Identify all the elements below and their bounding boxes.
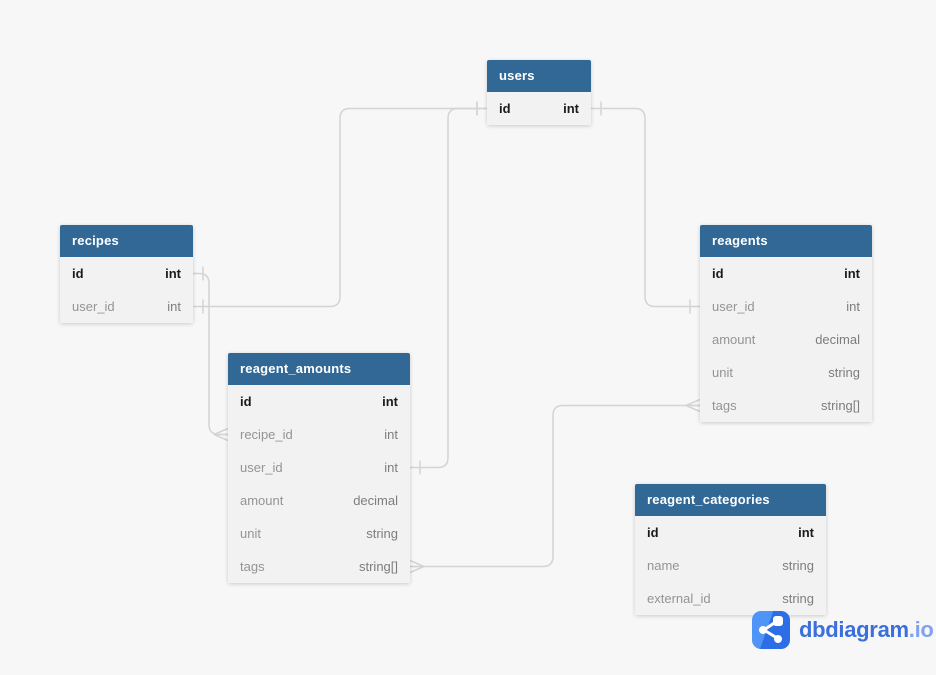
field-type: string bbox=[782, 558, 814, 573]
field-name: id bbox=[240, 394, 252, 409]
table-row[interactable]: unit string bbox=[228, 517, 410, 550]
field-type: int bbox=[165, 266, 181, 281]
field-type: int bbox=[384, 427, 398, 442]
table-header[interactable]: reagent_amounts bbox=[228, 353, 410, 385]
dbdiagram-logo-text: dbdiagram.io bbox=[799, 617, 934, 643]
field-name: tags bbox=[240, 559, 265, 574]
field-type: string bbox=[366, 526, 398, 541]
logo-tld: .io bbox=[908, 617, 934, 642]
field-type: int bbox=[563, 101, 579, 116]
field-name: recipe_id bbox=[240, 427, 293, 442]
field-name: id bbox=[499, 101, 511, 116]
table-row[interactable]: recipe_id int bbox=[228, 418, 410, 451]
field-type: string bbox=[782, 591, 814, 606]
field-type: decimal bbox=[815, 332, 860, 347]
field-name: id bbox=[72, 266, 84, 281]
table-recipes[interactable]: recipes id int user_id int bbox=[60, 225, 193, 323]
table-header[interactable]: reagents bbox=[700, 225, 872, 257]
field-type: string[] bbox=[820, 398, 860, 413]
table-row[interactable]: tags string[] bbox=[700, 389, 872, 422]
field-name: external_id bbox=[647, 591, 711, 606]
field-name: unit bbox=[712, 365, 733, 380]
table-title: reagent_amounts bbox=[240, 361, 352, 376]
field-type: int bbox=[844, 266, 860, 281]
field-type: int bbox=[846, 299, 860, 314]
table-row[interactable]: id int bbox=[487, 92, 591, 125]
field-type: string[] bbox=[358, 559, 398, 574]
table-row[interactable]: id int bbox=[60, 257, 193, 290]
field-name: user_id bbox=[712, 299, 755, 314]
table-title: reagents bbox=[712, 233, 768, 248]
table-row[interactable]: external_id string bbox=[635, 582, 826, 615]
field-name: tags bbox=[712, 398, 737, 413]
table-row[interactable]: user_id int bbox=[60, 290, 193, 323]
table-row[interactable]: id int bbox=[228, 385, 410, 418]
table-row[interactable]: user_id int bbox=[700, 290, 872, 323]
field-type: decimal bbox=[353, 493, 398, 508]
table-row[interactable]: id int bbox=[700, 257, 872, 290]
share-icon bbox=[752, 611, 790, 649]
field-name: name bbox=[647, 558, 680, 573]
table-row[interactable]: name string bbox=[635, 549, 826, 582]
table-users[interactable]: users id int bbox=[487, 60, 591, 125]
field-type: int bbox=[798, 525, 814, 540]
field-name: amount bbox=[240, 493, 284, 508]
table-row[interactable]: amount decimal bbox=[700, 323, 872, 356]
field-name: user_id bbox=[72, 299, 115, 314]
table-row[interactable]: unit string bbox=[700, 356, 872, 389]
table-title: users bbox=[499, 68, 535, 83]
table-title: recipes bbox=[72, 233, 119, 248]
field-name: id bbox=[712, 266, 724, 281]
table-row[interactable]: id int bbox=[635, 516, 826, 549]
table-header[interactable]: recipes bbox=[60, 225, 193, 257]
table-title: reagent_categories bbox=[647, 492, 770, 507]
table-row[interactable]: amount decimal bbox=[228, 484, 410, 517]
field-type: int bbox=[167, 299, 181, 314]
table-row[interactable]: tags string[] bbox=[228, 550, 410, 583]
table-header[interactable]: reagent_categories bbox=[635, 484, 826, 516]
table-reagents[interactable]: reagents id int user_id int amount decimal unit… bbox=[700, 225, 872, 422]
table-row[interactable]: user_id int bbox=[228, 451, 410, 484]
field-name: id bbox=[647, 525, 659, 540]
field-name: unit bbox=[240, 526, 261, 541]
logo-brand: dbdiagram bbox=[799, 617, 909, 642]
field-type: int bbox=[384, 460, 398, 475]
field-type: int bbox=[382, 394, 398, 409]
field-type: string bbox=[828, 365, 860, 380]
dbdiagram-logo[interactable]: dbdiagram.io bbox=[752, 611, 934, 649]
field-name: user_id bbox=[240, 460, 283, 475]
table-header[interactable]: users bbox=[487, 60, 591, 92]
field-name: amount bbox=[712, 332, 756, 347]
